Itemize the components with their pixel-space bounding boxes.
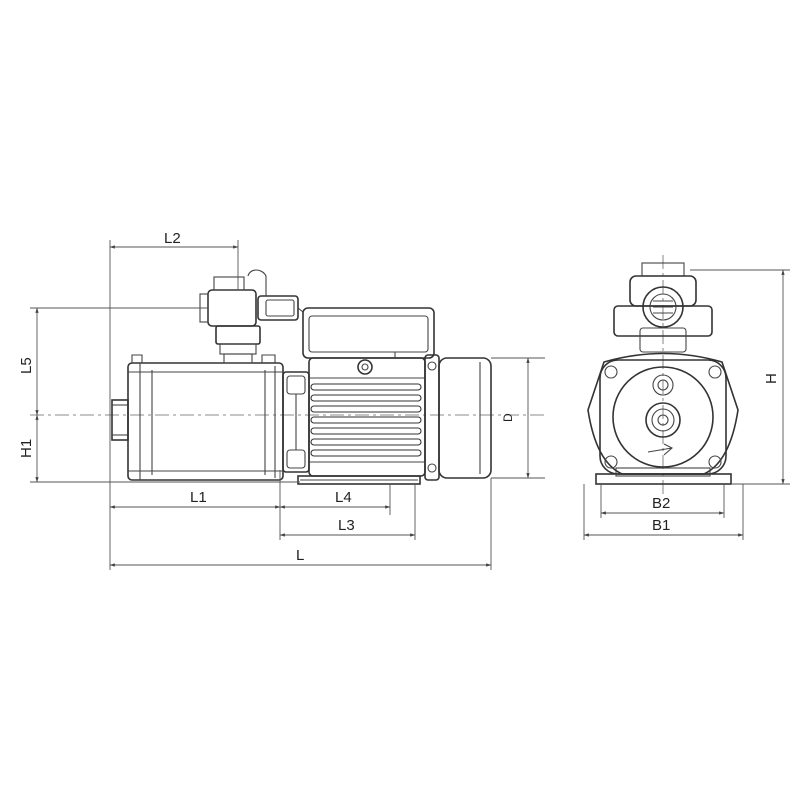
- motor-fan-cover: [424, 354, 492, 481]
- dim-label-l1: L1: [190, 489, 207, 506]
- end-pump-body: [587, 352, 739, 475]
- discharge-fitting: [199, 269, 304, 364]
- end-pump-base: [595, 467, 732, 485]
- dim-label-l4: L4: [335, 489, 352, 506]
- end-view: H B2 B1: [583, 255, 790, 540]
- pump-base: [297, 475, 421, 485]
- dim-b: B2 B1: [583, 484, 744, 540]
- dim-label-b2: B2: [652, 495, 670, 512]
- end-discharge-fitting: [613, 262, 713, 353]
- dim-label-l2: L2: [164, 230, 181, 247]
- dim-label-l: L: [296, 547, 304, 564]
- dim-label-l5: L5: [18, 357, 35, 374]
- dim-bottom: L1 L4 L3 L: [109, 470, 492, 570]
- dim-label-b1: B1: [652, 517, 670, 534]
- inlet-flange: [111, 399, 129, 441]
- dim-d: D: [491, 357, 545, 479]
- dim-h: H: [690, 269, 790, 485]
- dim-label-d: D: [501, 413, 515, 422]
- dim-label-h: H: [763, 373, 780, 384]
- motor-body: [308, 357, 426, 477]
- terminal-box: [302, 307, 435, 359]
- side-view: L2 L5 H1 D L1 L4: [18, 230, 545, 570]
- dim-l5-h1: L5 H1: [18, 307, 300, 483]
- dim-label-l3: L3: [338, 517, 355, 534]
- dim-l2: L2: [109, 230, 239, 570]
- coupling-lantern: [282, 371, 310, 473]
- pump-body: [127, 354, 284, 481]
- dim-label-h1: H1: [18, 439, 35, 458]
